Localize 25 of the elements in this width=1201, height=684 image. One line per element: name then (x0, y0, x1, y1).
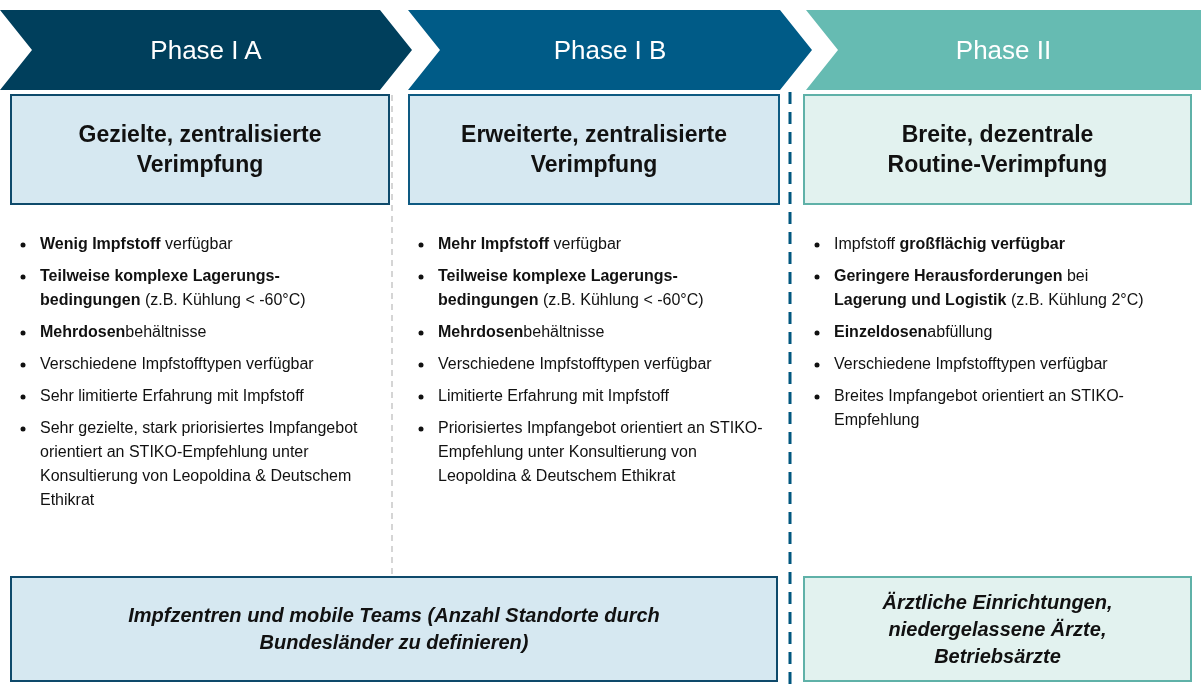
bullet-text: Verschiedene Impfstofftypen verfügbar (834, 352, 1164, 376)
bullet-text: Verschiedene Impfstofftypen verfügbar (40, 352, 380, 376)
bullet-text: Einzeldosenabfüllung (834, 320, 1164, 344)
bullet-text: Mehr Impfstoff verfügbar (438, 232, 773, 256)
phase-banner: Phase I B (408, 10, 812, 90)
bullet-text: Mehrdosenbehältnisse (438, 320, 773, 344)
bullet-text: Geringere Herausforderungen bei Lagerung und Logistik (z.B. Kühlung 2°C) (834, 264, 1164, 312)
bullet-text: Mehrdosenbehältnisse (40, 320, 380, 344)
bullet-text: Sehr gezielte, stark priorisiertes Impfangebot orientiert an STIKO-Empfehlung unter Konsultierung von Leopoldina & Deutschem Ethikrat (40, 416, 380, 512)
bullet-text: Wenig Impfstoff verfügbar (40, 232, 380, 256)
phase-banner: Phase I A (0, 10, 412, 90)
bullet-text: Verschiedene Impfstofftypen verfügbar (438, 352, 773, 376)
bullet-text: Sehr limitierte Erfahrung mit Impfstoff (40, 384, 380, 408)
bullet-text: Teilweise komplexe Lagerungs-bedingungen (z.B. Kühlung < -60°C) (438, 264, 773, 312)
phase-heading-box: Erweiterte, zentralisierte Verimpfung (408, 94, 780, 205)
phase-heading-box: Breite, dezentrale Routine-Verimpfung (803, 94, 1192, 205)
bullet-text: Priorisiertes Impfangebot orientiert an STIKO-Empfehlung unter Konsultierung von Leopoldina & Deutschem Ethikrat (438, 416, 773, 488)
bullet-text: Impfstoff großflächig verfügbar (834, 232, 1164, 256)
bullet-text: Breites Impfangebot orientiert an STIKO-Empfehlung (834, 384, 1164, 432)
phase-banner: Phase II (806, 10, 1201, 90)
phase-heading-box: Gezielte, zentralisierte Verimpfung (10, 94, 390, 205)
setting-box: Impfzentren und mobile Teams (Anzahl Standorte durch Bundesländer zu definieren) (10, 576, 778, 682)
bullet-text: Limitierte Erfahrung mit Impfstoff (438, 384, 773, 408)
setting-box: Ärztliche Einrichtungen, niedergelassene Ärzte, Betriebsärzte (803, 576, 1192, 682)
bullet-text: Teilweise komplexe Lagerungs-bedingungen (z.B. Kühlung < -60°C) (40, 264, 380, 312)
